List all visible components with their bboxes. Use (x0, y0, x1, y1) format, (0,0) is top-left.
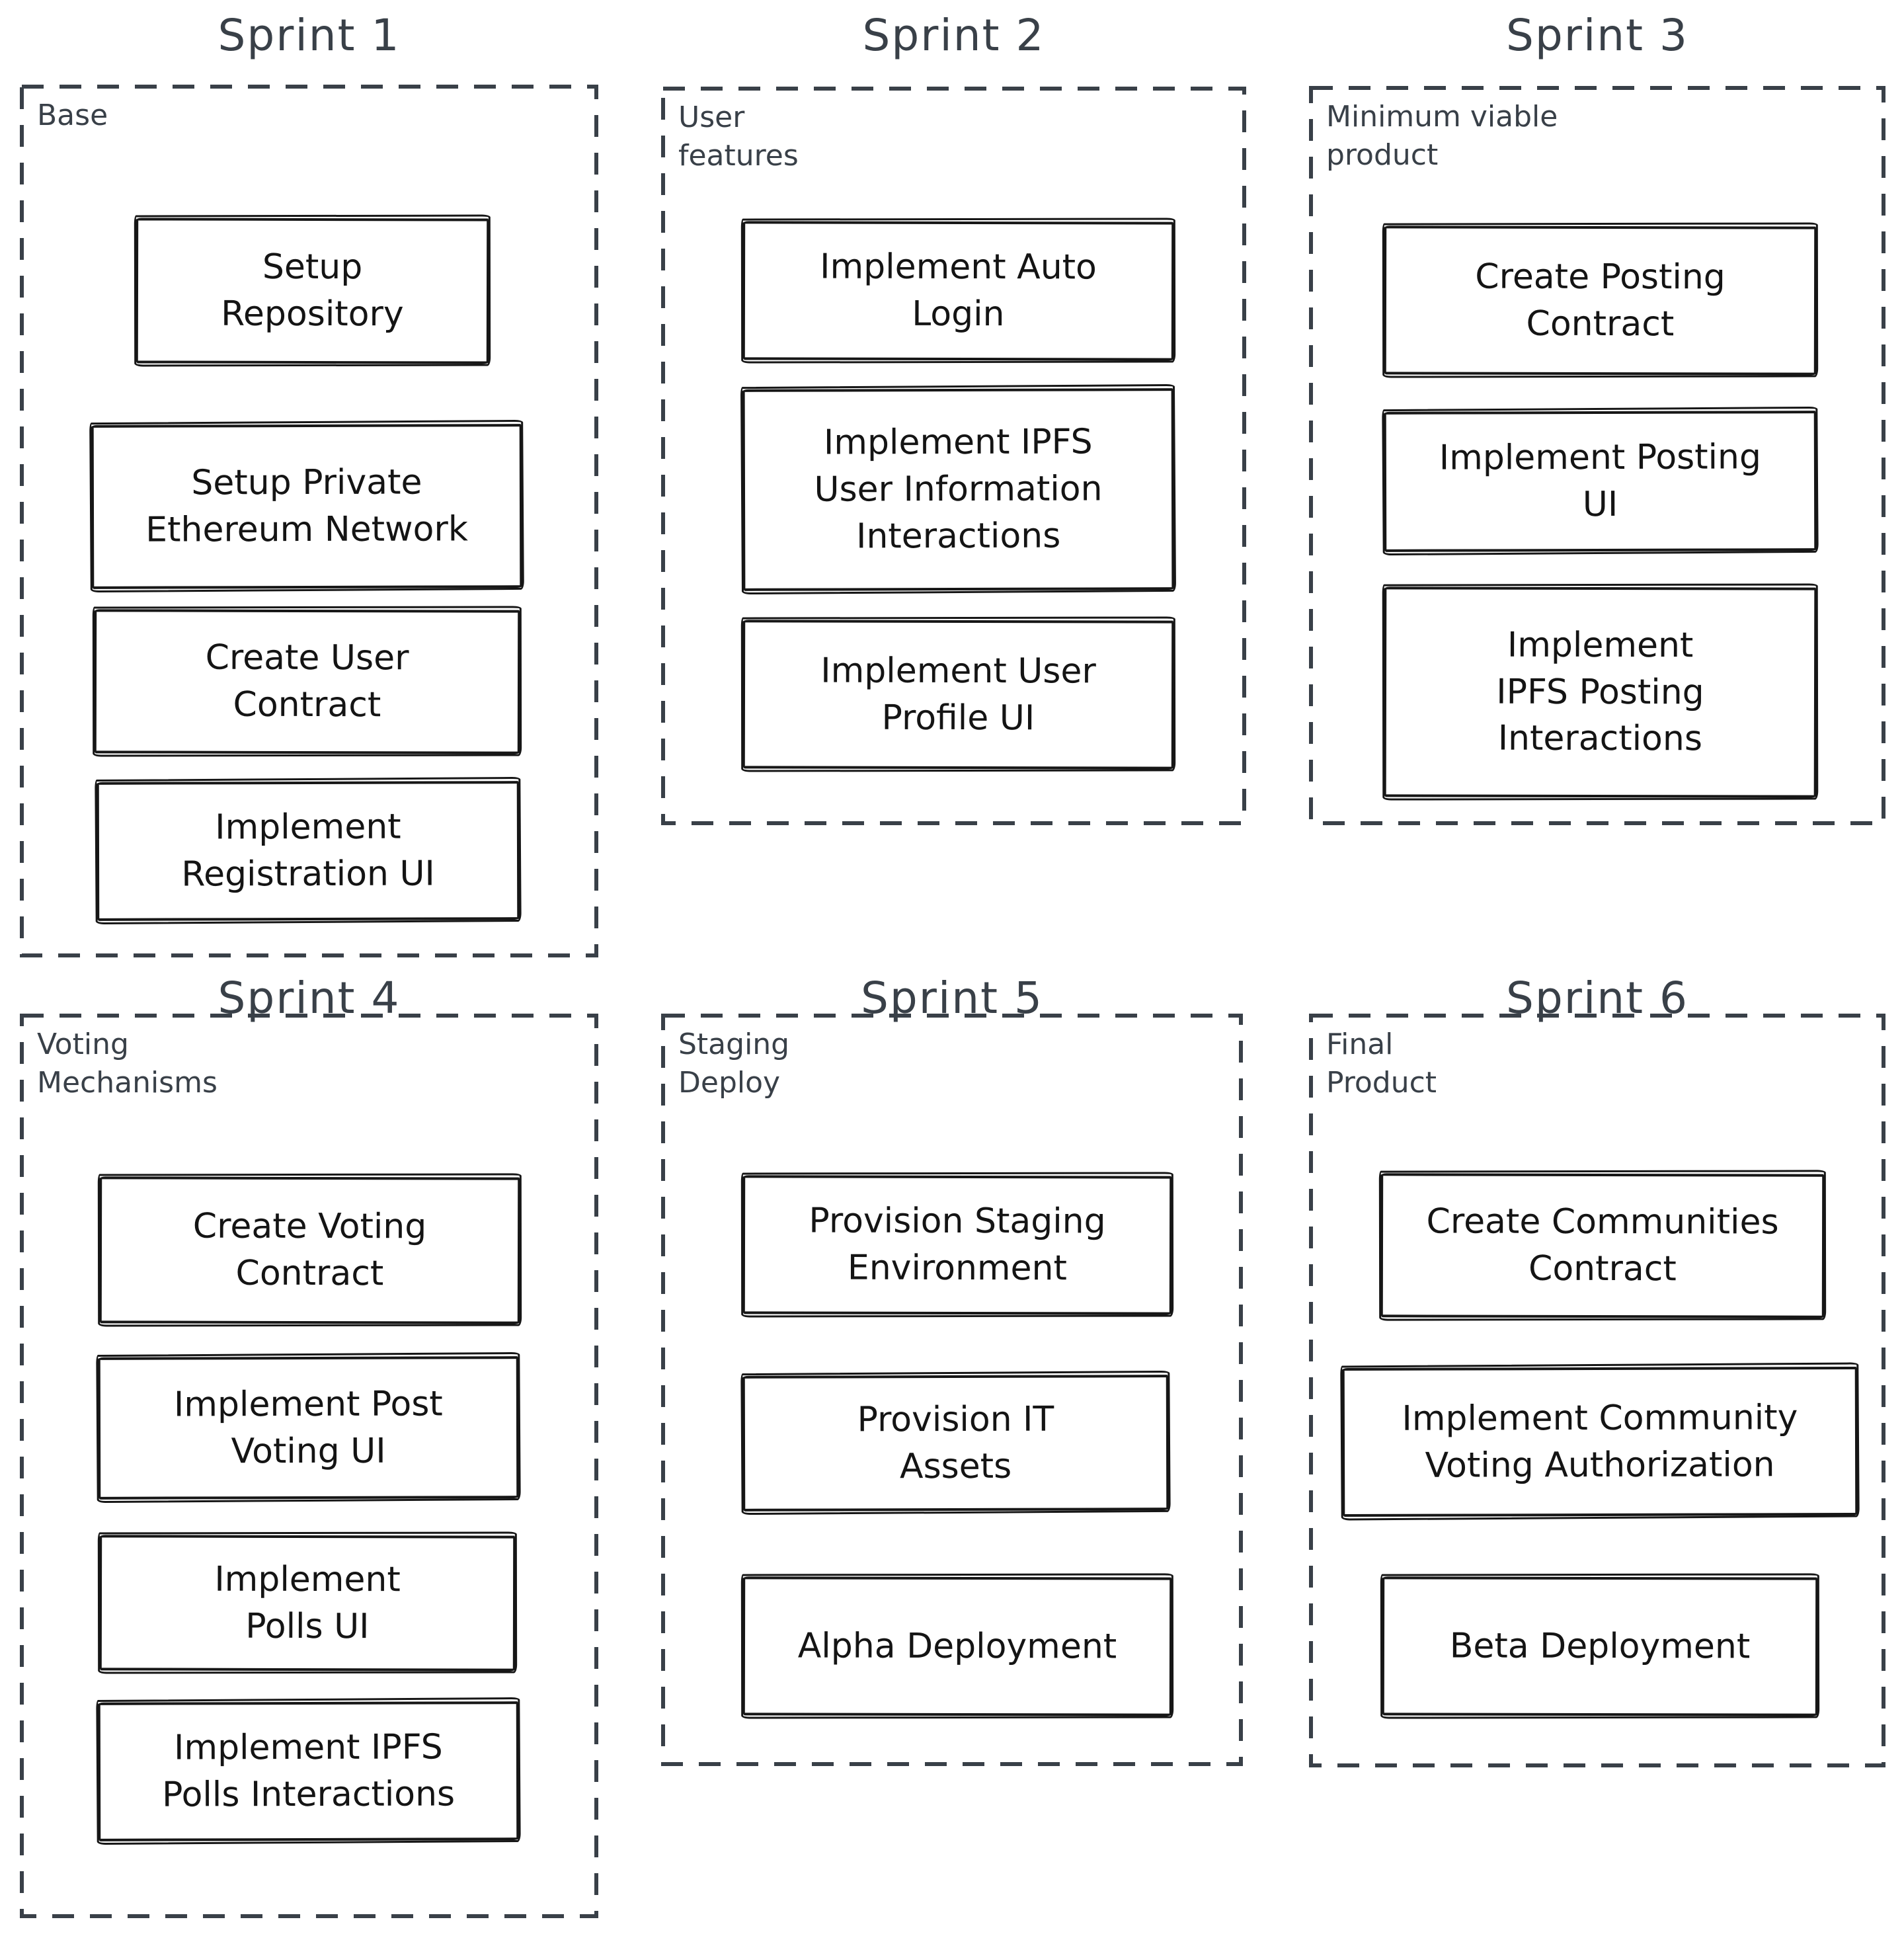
sprint-3-zone-label: Minimum viable product (1326, 100, 1558, 173)
sprint-5-dashed-border (661, 1014, 1243, 1766)
sprint-2-zone-label: User features (678, 101, 799, 173)
sprint-6-dashed-border (1309, 1014, 1885, 1767)
task-create-posting-contract: Create Posting Contract (1383, 225, 1817, 376)
sprint-5-group: Staging Deploy Provision Staging Environ… (661, 1014, 1243, 1766)
task-implement-ipfs-polls-interactions: Implement IPFS Polls Interactions (97, 1701, 520, 1841)
sprint-1-dashed-border (20, 85, 598, 957)
task-alpha-deployment: Alpha Deployment (742, 1576, 1173, 1716)
sprint-1-title: Sprint 1 (218, 10, 401, 61)
task-implement-registration-ui: Implement Registration UI (96, 781, 520, 921)
task-create-user-contract: Create User Contract (93, 609, 521, 754)
sprint-2-title: Sprint 2 (862, 10, 1045, 61)
sprint-1-zone-label: Base (37, 99, 108, 132)
task-beta-deployment: Beta Deployment (1381, 1576, 1819, 1716)
task-implement-post-voting-ui: Implement Post Voting UI (97, 1356, 520, 1500)
task-setup-repository: Setup Repository (135, 218, 490, 364)
sprint-6-zone-label: Final Product (1326, 1028, 1437, 1100)
task-implement-polls-ui: Implement Polls UI (99, 1535, 516, 1672)
sprint-4-group: Voting Mechanisms Create Voting Contract… (20, 1014, 598, 1918)
task-provision-it-assets: Provision IT Assets (742, 1375, 1170, 1512)
task-provision-staging-environment: Provision Staging Environment (742, 1175, 1173, 1315)
sprint-2-group: User features Implement Auto Login Imple… (661, 87, 1246, 825)
sprint-3-title: Sprint 3 (1506, 10, 1688, 61)
task-implement-community-voting-authorization: Implement Community Voting Authorization (1341, 1366, 1858, 1517)
task-implement-ipfs-user-information-interactions: Implement IPFS User Information Interact… (742, 388, 1175, 591)
sprint-3-group: Minimum viable product Create Posting Co… (1309, 86, 1885, 825)
sprint-4-zone-label: Voting Mechanisms (37, 1028, 218, 1100)
task-implement-ipfs-posting-interactions: Implement IPFS Posting Interactions (1383, 586, 1817, 798)
sprint-4-dashed-border (20, 1014, 598, 1918)
sprint-1-group: Base Setup Repository Setup Private Ethe… (20, 85, 598, 957)
task-implement-user-profile-ui: Implement User Profile UI (742, 620, 1175, 770)
task-create-voting-contract: Create Voting Contract (99, 1176, 521, 1324)
task-setup-private-ethereum-network: Setup Private Ethereum Network (91, 424, 523, 589)
sprint-3-dashed-border (1309, 86, 1885, 825)
sprint-6-group: Final Product Create Communities Contrac… (1309, 1014, 1885, 1767)
task-implement-auto-login: Implement Auto Login (742, 221, 1175, 361)
sprint-2-dashed-border (661, 87, 1246, 825)
task-create-communities-contract: Create Communities Contract (1380, 1173, 1825, 1318)
sprint-5-zone-label: Staging Deploy (678, 1028, 790, 1100)
task-implement-posting-ui: Implement Posting UI (1383, 411, 1817, 552)
